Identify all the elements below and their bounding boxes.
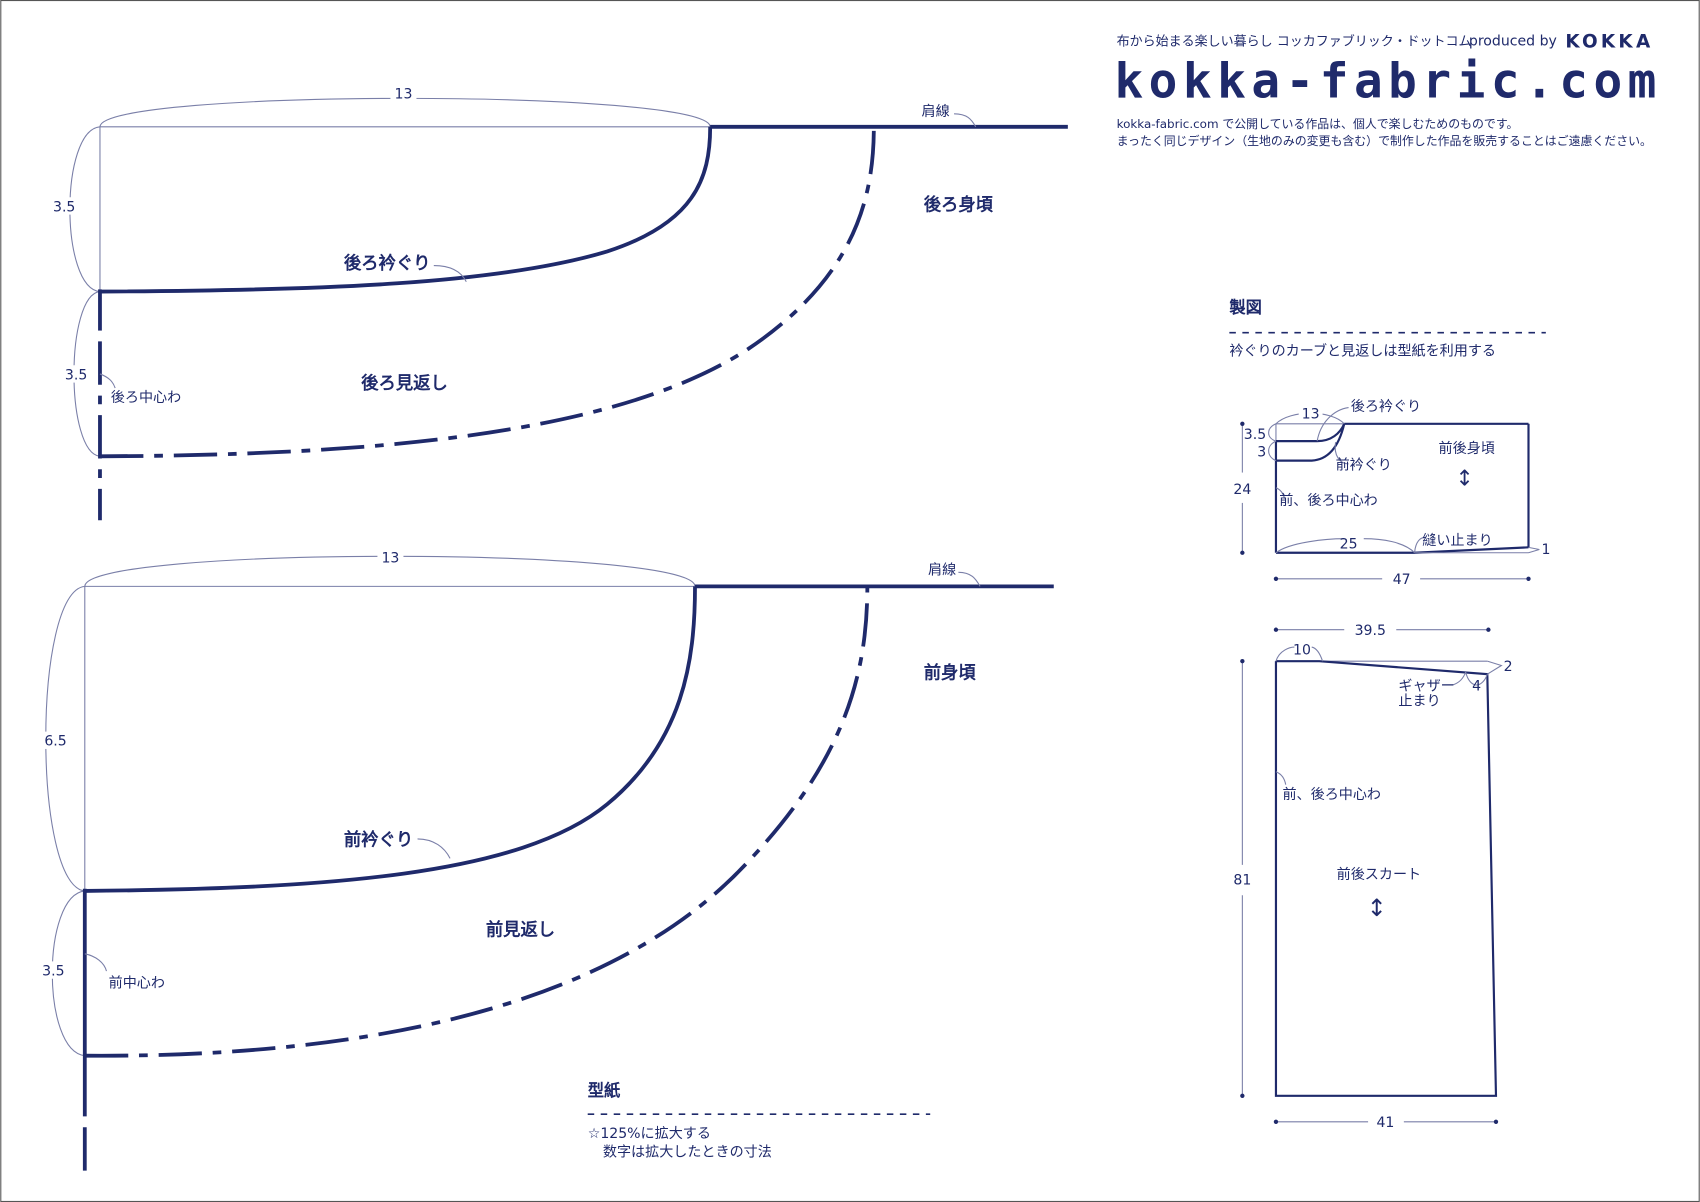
front-depth-dim: 6.5: [44, 734, 66, 750]
back-depth-dim: 3.5: [53, 199, 75, 215]
bodice-front-depth: 3: [1257, 444, 1266, 460]
front-piece-label: 前身頃: [924, 662, 977, 683]
notice-line-2: まったく同じデザイン（生地のみの変更も含む）で制作した作品を販売することはご遠慮…: [1117, 134, 1652, 148]
back-bodice-pattern: 13 3.5 3.5 肩線 後ろ身頃 後ろ衿ぐり 後ろ見返し 後ろ中心わ: [49, 84, 1068, 521]
skirt-top-width: 39.5: [1355, 623, 1386, 639]
header: 布から始まる楽しい暮らし コッカファブリック・ドットコム produced by…: [1114, 32, 1661, 149]
front-facing-dim: 3.5: [42, 963, 64, 979]
bodice-neck-width: 13: [1302, 406, 1320, 422]
back-neckline: [99, 126, 713, 294]
front-facing-label: 前見返し: [486, 919, 555, 940]
skirt-hem-width: 41: [1376, 1115, 1394, 1131]
bodice-hem-rise: 1: [1542, 542, 1551, 558]
bodice-stitch-dim: 25: [1340, 536, 1358, 552]
drafting-note: 衿ぐりのカーブと見返しは型紙を利用する: [1229, 343, 1496, 360]
back-width-dim: 13: [394, 87, 412, 103]
skirt-gather-dim: 4: [1472, 678, 1481, 694]
front-neckline-label: 前衿ぐり: [344, 829, 413, 850]
pattern-note: 型紙 ☆125%に拡大する 数字は拡大したときの寸法: [587, 1081, 931, 1160]
skirt-center-label: 前、後ろ中心わ: [1282, 786, 1381, 803]
front-bodice-pattern: 13 6.5 3.5 肩線 前身頃 前衿ぐり 前見返し 前中心わ: [38, 548, 1054, 1171]
bodice-front-neck-label: 前衿ぐり: [1336, 456, 1392, 473]
back-facing-line: [99, 126, 876, 459]
notice-line-1: kokka-fabric.com で公開している作品は、個人で楽しむためのもので…: [1117, 117, 1519, 131]
bodice-stitch-label: 縫い止まり: [1422, 533, 1492, 549]
produced-by: produced by: [1469, 34, 1557, 50]
back-facing-dim: 3.5: [65, 367, 87, 383]
skirt-draft: 39.5 10 2 4 ギャザー 止まり 前、後ろ中心わ 前後スカート ↕ 81…: [1233, 623, 1512, 1131]
bodice-height: 24: [1233, 482, 1251, 498]
grainline-arrow-icon: ↕: [1367, 894, 1387, 922]
drafting-section: 製図 衿ぐりのカーブと見返しは型紙を利用する 13 3.5 3 後ろ衿ぐり 前衿…: [1228, 298, 1550, 1131]
pattern-note-line-1: ☆125%に拡大する: [588, 1126, 711, 1142]
skirt-gather-label-2: 止まり: [1398, 694, 1440, 710]
skirt-piece-label: 前後スカート: [1337, 866, 1421, 883]
front-neckline: [84, 586, 697, 893]
pattern-note-title: 型紙: [588, 1081, 621, 1100]
bodice-center-label: 前、後ろ中心わ: [1279, 492, 1378, 509]
front-facing-line: [84, 586, 870, 1058]
front-width-dim: 13: [381, 551, 399, 567]
pattern-note-line-2: 数字は拡大したときの寸法: [603, 1144, 772, 1160]
front-shoulder-label: 肩線: [928, 562, 956, 578]
bodice-width: 47: [1393, 572, 1411, 588]
bodice-piece-label: 前後身頃: [1439, 440, 1495, 457]
skirt-gather-label: ギャザー: [1398, 678, 1454, 694]
site-logo: kokka-fabric.com: [1114, 55, 1661, 110]
front-center-label: 前中心わ: [109, 974, 165, 991]
grainline-arrow-icon: ↕: [1455, 467, 1473, 492]
bodice-draft: 13 3.5 3 後ろ衿ぐり 前衿ぐり 前後身頃 ↕ 前、後ろ中心わ 24 25…: [1233, 399, 1550, 588]
back-shoulder-label: 肩線: [922, 104, 950, 120]
drafting-title: 製図: [1228, 298, 1262, 317]
back-piece-label: 後ろ身頃: [924, 194, 994, 215]
brand-kokka: KOKKA: [1565, 32, 1653, 53]
bodice-back-neck-label: 後ろ衿ぐり: [1351, 399, 1421, 415]
back-center-label: 後ろ中心わ: [111, 390, 181, 406]
skirt-height: 81: [1233, 872, 1251, 888]
tagline: 布から始まる楽しい暮らし コッカファブリック・ドットコム: [1117, 34, 1472, 50]
skirt-flat-dim: 10: [1293, 643, 1311, 659]
bodice-back-depth: 3.5: [1244, 427, 1266, 443]
back-neckline-label: 後ろ衿ぐり: [344, 253, 431, 274]
back-facing-label: 後ろ見返し: [361, 373, 448, 394]
skirt-drop-dim: 2: [1504, 659, 1513, 675]
